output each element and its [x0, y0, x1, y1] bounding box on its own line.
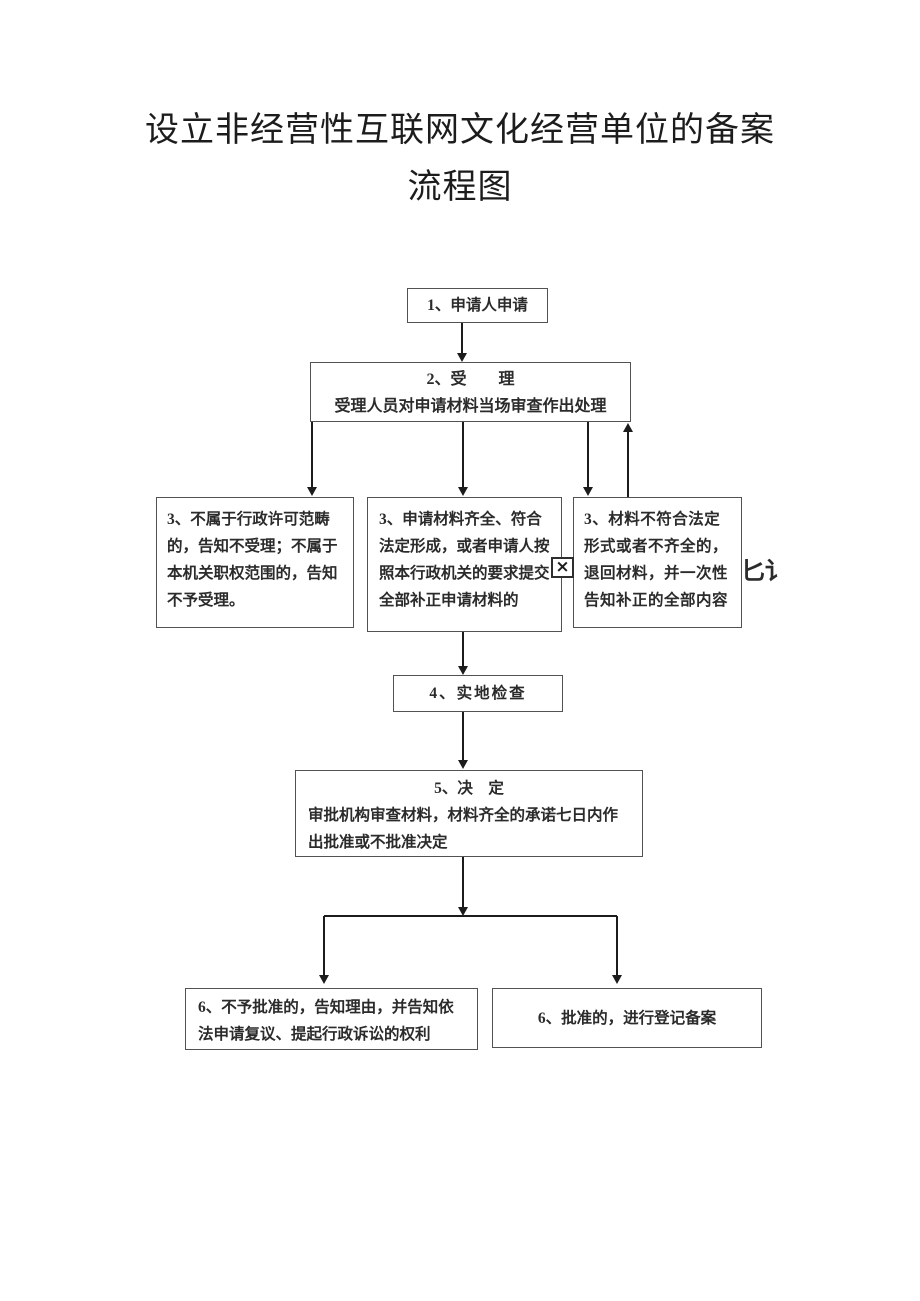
step1-label: 1、申请人申请	[427, 297, 528, 314]
branch-middle-text: 3、申请材料齐全、符合法定形成，或者申请人按照本行政机关的要求提交全部补正申请材…	[379, 511, 550, 609]
clipped-text-fragment: 匕讠	[741, 551, 789, 586]
result-left-text: 6、不予批准的，告知理由，并告知依法申请复议、提起行政诉讼的权利	[198, 999, 454, 1043]
step2-desc: 受理人员对申请材料当场审查作出处理	[334, 398, 607, 415]
flow-box-step4-site-inspection: 4、实地检查	[393, 675, 563, 712]
flow-box-step1-application: 1、申请人申请	[407, 288, 548, 323]
broken-image-placeholder-icon: ×	[551, 557, 574, 578]
step5-title: 5、决 定	[434, 780, 504, 797]
branch-left-text: 3、不属于行政许可范畴的，告知不受理；不属于本机关职权范围的，告知不予受理。	[167, 511, 338, 609]
flow-box-branch-not-accepted: 3、不属于行政许可范畴的，告知不受理；不属于本机关职权范围的，告知不予受理。	[156, 497, 354, 628]
page-title-line2: 流程图	[407, 169, 513, 206]
flow-box-step5-decision: 5、决 定 审批机构审查材料，材料齐全的承诺七日内作出批准或不批准决定	[295, 770, 643, 857]
flow-box-branch-materials-complete: 3、申请材料齐全、符合法定形成，或者申请人按照本行政机关的要求提交全部补正申请材…	[367, 497, 562, 632]
page-title-line1: 设立非经营性互联网文化经营单位的备案	[145, 112, 775, 149]
flow-box-step2-acceptance: 2、受 理 受理人员对申请材料当场审查作出处理	[310, 362, 631, 422]
flow-box-branch-materials-incomplete: 3、材料不符合法定形式或者不齐全的，退回材料，并一次性告知补正的全部内容	[573, 497, 742, 628]
flow-box-result-not-approved: 6、不予批准的，告知理由，并告知依法申请复议、提起行政诉讼的权利	[185, 988, 478, 1050]
result-right-text: 6、批准的，进行登记备案	[537, 1009, 717, 1027]
flow-box-result-approved: 6、批准的，进行登记备案	[492, 988, 762, 1048]
page-title: 设立非经营性互联网文化经营单位的备案 流程图	[0, 102, 920, 216]
clipped-text: 匕讠	[741, 559, 789, 585]
step4-label: 4、实地检查	[429, 685, 527, 702]
branch-right-text: 3、材料不符合法定形式或者不齐全的，退回材料，并一次性告知补正的全部内容	[584, 511, 729, 609]
step2-title: 2、受 理	[426, 371, 515, 388]
x-glyph: ×	[555, 557, 570, 577]
step5-desc: 审批机构审查材料，材料齐全的承诺七日内作出批准或不批准决定	[308, 807, 619, 851]
